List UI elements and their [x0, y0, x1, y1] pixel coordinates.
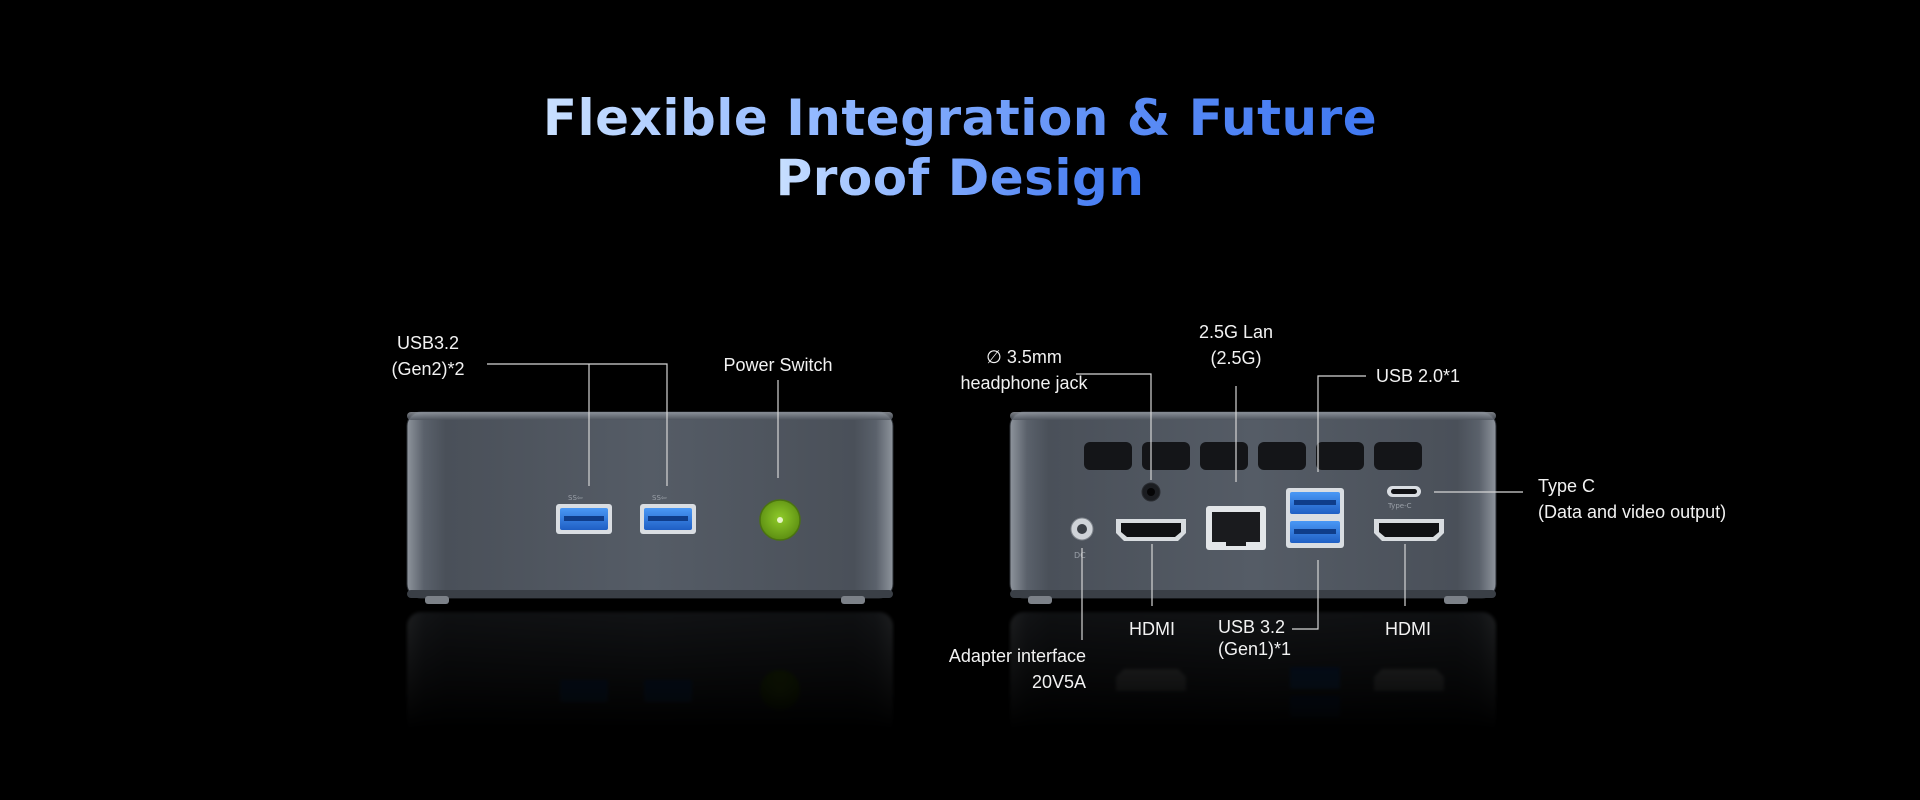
headphone-label-line2: headphone jack [960, 373, 1088, 393]
front-panel-device: SS⇦ SS⇦ [406, 411, 894, 604]
headphone-label-line1: ∅ 3.5mm [986, 347, 1062, 367]
front-panel-reflection [407, 612, 893, 798]
lan-label-line2: (2.5G) [1210, 348, 1262, 368]
adapter-label-line1: Adapter interface [948, 646, 1086, 666]
front-usb-label-line2: (Gen2)*2 [391, 359, 465, 379]
front-usb-label-line1: USB3.2 [396, 333, 460, 353]
dc-port [1070, 517, 1094, 541]
adapter-label: Adapter interface 20V5A [900, 643, 1086, 695]
title-line-1: Flexible Integration & Future [542, 89, 1378, 147]
headphone-jack-label: ∅ 3.5mm headphone jack [946, 344, 1102, 396]
front-usb-label: USB3.2 (Gen2)*2 [368, 330, 488, 382]
power-switch-label: Power Switch [723, 355, 833, 375]
headphone-jack [1141, 482, 1161, 502]
typec-port [1387, 486, 1421, 497]
usb32-label: USB 3.2 (Gen1)*1 [1218, 616, 1291, 660]
adapter-label-line2: 20V5A [1031, 672, 1086, 692]
usb-port-left [556, 504, 612, 534]
power-button [759, 499, 801, 541]
typec-mark: Type-C [1387, 502, 1412, 510]
dc-mark: DC [1074, 551, 1086, 560]
lan-label-line1: 2.5G Lan [1198, 322, 1274, 342]
hdmi-port-right [1374, 519, 1444, 541]
usb-port-stack [1286, 488, 1344, 548]
usb2-label: USB 2.0*1 [1376, 366, 1461, 386]
lan-label: 2.5G Lan (2.5G) [1176, 319, 1296, 371]
hdmi-right-label: HDMI [1385, 619, 1431, 639]
hdmi-left-label: HDMI [1129, 619, 1175, 639]
usb-port-right [640, 504, 696, 534]
usb-logo-left: SS⇦ [568, 494, 583, 502]
typec-label-line2: (Data and video output) [1538, 502, 1727, 522]
rear-panel-device: DC Type-C [1009, 411, 1497, 604]
lan-port [1206, 506, 1266, 550]
title-line-2: Proof Design [775, 149, 1145, 207]
page-title: Flexible Integration & Future Proof Desi… [0, 88, 1920, 208]
usb32-label-line2: (Gen1)*1 [1218, 639, 1292, 659]
typec-label: Type C (Data and video output) [1538, 473, 1726, 525]
usb32-label-line1: USB 3.2 [1218, 617, 1286, 637]
typec-label-line1: Type C [1538, 476, 1596, 496]
rear-panel-reflection [1010, 612, 1496, 798]
usb-logo-right: SS⇦ [652, 494, 667, 502]
hdmi-port-left [1116, 519, 1186, 541]
